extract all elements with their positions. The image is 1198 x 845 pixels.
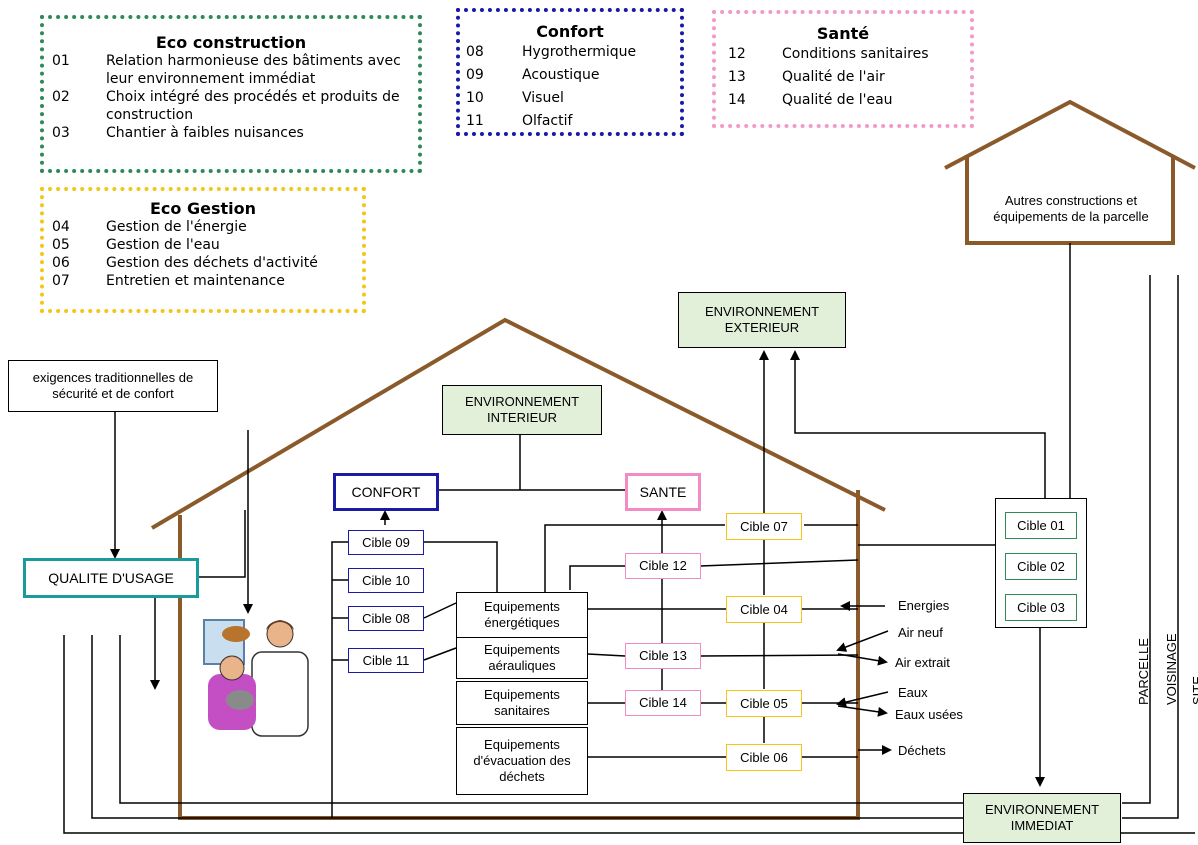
child-head [219,655,245,681]
legend-sante-title: Santé [816,24,870,43]
legend-item-label: Visuel [522,90,564,106]
legend-item-label: Acoustique [522,67,600,83]
legend-item: 01 Relation harmonieuse des bâtiments av… [52,52,410,88]
cible-03: Cible 03 [1005,594,1077,621]
flow-air-extrait: Air extrait [895,655,950,670]
cible-11: Cible 11 [348,648,424,673]
legend-item-num: 09 [466,67,484,83]
equipements-sanitaires: Equipements sanitaires [456,681,588,725]
coat-shape [251,651,309,737]
legend-eco-construction-title: Eco construction [155,33,307,52]
veterinarian-clipart [203,619,309,737]
cible-01: Cible 01 [1005,512,1077,539]
sante-box: SANTE [625,473,701,511]
legend-eco-gestion-title: Eco Gestion [150,199,256,218]
legend-sante: Santé 12 Conditions sanitaires 13 Qualit… [712,10,974,128]
legend-confort-title: Confort [536,22,604,41]
confort-box: CONFORT [333,473,439,511]
exigences-box: exigences traditionnelles de sécurité et… [8,360,218,412]
qualite-usage-box: QUALITE D'USAGE [23,558,199,598]
legend-item-label: Gestion des déchets d'activité [106,255,318,271]
legend-item-num: 13 [728,69,746,85]
equipements-energetiques: Equipements énergétiques [456,592,588,638]
vet-hair [266,620,294,630]
eco-construction-cibles-group: Cible 01 Cible 02 Cible 03 [995,498,1087,628]
legend-item: 06 Gestion des déchets d'activité [52,254,354,272]
legend-item-num: 12 [728,46,746,62]
cible-07: Cible 07 [726,513,802,540]
cible-08: Cible 08 [348,606,424,631]
flow-eaux-usees: Eaux usées [895,707,963,722]
flow-dechets: Déchets [898,743,946,758]
legend-item-label: Qualité de l'air [782,69,885,85]
legend-confort: Confort 08 Hygrothermique 09 Acoustique … [456,8,684,136]
legend-item-num: 04 [52,219,70,235]
legend-item-label: Gestion de l'énergie [106,219,247,235]
legend-item-label: Hygrothermique [522,44,637,60]
legend-item-label: Gestion de l'eau [106,237,220,253]
legend-item-num: 06 [52,255,70,271]
flow-energies: Energies [898,598,950,613]
legend-item: 11 Olfactif [466,110,674,133]
equipements-aerauliques: Equipements aérauliques [456,637,588,679]
equipements-evacuation: Equipements d'évacuation des déchets [456,727,588,795]
legend-item-num: 03 [52,125,70,141]
legend-item-num: 05 [52,237,70,253]
cible-05: Cible 05 [726,690,802,717]
legend-item-num: 14 [728,92,746,108]
legend-item: 12 Conditions sanitaires [728,43,958,66]
cible-02: Cible 02 [1005,553,1077,580]
child-hair [220,657,244,664]
scope-parcelle-label: PARCELLE [1136,638,1151,705]
legend-item-label: Chantier à faibles nuisances [106,125,304,141]
cat-shape [226,690,254,710]
scope-site-label: SITE [1190,676,1198,705]
legend-item-label: Entretien et maintenance [106,273,285,289]
legend-item-label: Choix intégré des procédés et produits d… [106,89,400,123]
env-exterieur-box: ENVIRONNEMENT EXTERIEUR [678,292,846,348]
cible-09: Cible 09 [348,530,424,555]
legend-item: 08 Hygrothermique [466,41,674,64]
cible-10: Cible 10 [348,568,424,593]
legend-item-num: 07 [52,273,70,289]
legend-item: 04 Gestion de l'énergie [52,218,354,236]
legend-item: 09 Acoustique [466,64,674,87]
legend-item: 14 Qualité de l'eau [728,89,958,112]
legend-item-num: 08 [466,44,484,60]
cible-12: Cible 12 [625,553,701,579]
legend-item-num: 01 [52,53,70,69]
dog-shape [222,626,250,642]
legend-item-num: 11 [466,113,484,129]
env-immediat-box: ENVIRONNEMENT IMMEDIAT [963,793,1121,843]
legend-item: 10 Visuel [466,87,674,110]
legend-item-label: Conditions sanitaires [782,46,929,62]
legend-item-label: Qualité de l'eau [782,92,893,108]
legend-item-label: Olfactif [522,113,573,129]
scope-voisinage-label: VOISINAGE [1164,633,1179,705]
cible-04: Cible 04 [726,596,802,623]
legend-item-label: Relation harmonieuse des bâtiments avec … [106,53,401,87]
legend-item: 03 Chantier à faibles nuisances [52,124,410,142]
flow-air-neuf: Air neuf [898,625,943,640]
legend-eco-construction: Eco construction 01 Relation harmonieuse… [40,15,422,173]
legend-item-num: 10 [466,90,484,106]
env-interieur-box: ENVIRONNEMENT INTERIEUR [442,385,602,435]
autres-constructions-label: Autres constructions et équipements de l… [993,193,1149,224]
legend-eco-gestion: Eco Gestion 04 Gestion de l'énergie 05 G… [40,187,366,313]
legend-item: 13 Qualité de l'air [728,66,958,89]
legend-item: 07 Entretien et maintenance [52,272,354,290]
cible-13: Cible 13 [625,643,701,669]
legend-item: 02 Choix intégré des procédés et produit… [52,88,410,124]
flow-eaux: Eaux [898,685,928,700]
cible-06: Cible 06 [726,744,802,771]
legend-item-num: 02 [52,89,70,105]
legend-item: 05 Gestion de l'eau [52,236,354,254]
cible-14: Cible 14 [625,690,701,716]
